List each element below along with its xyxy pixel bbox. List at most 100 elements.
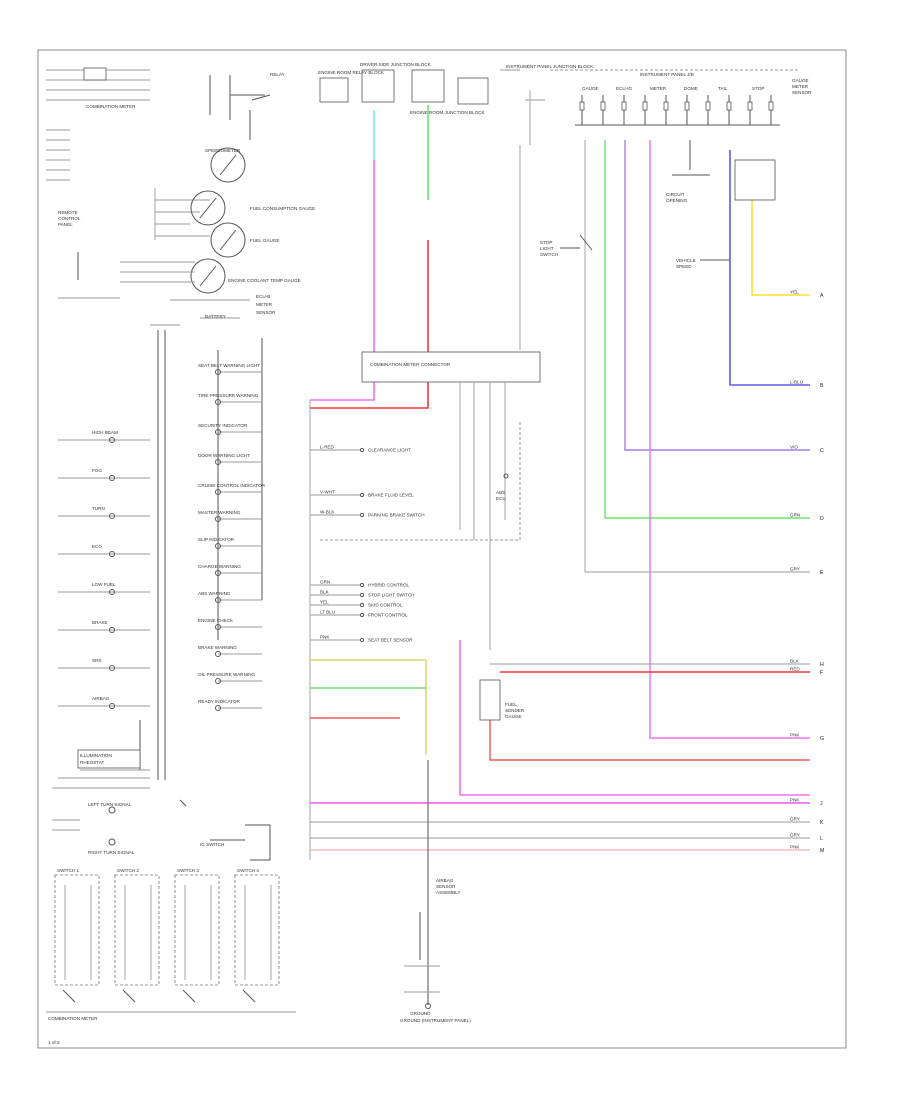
- driver-jb-label: DRIVER SIDE JUNCTION BLOCK: [360, 62, 432, 67]
- fuse-icon: [642, 101, 648, 111]
- gauge-label-coolant: ENGINE COOLANT TEMP GAUGE: [228, 278, 301, 283]
- output-label: CLEARANCE LIGHT: [368, 448, 411, 453]
- output-wire-code: PNK: [320, 635, 330, 640]
- ip-jb-label: INSTRUMENT PANEL JUNCTION BLOCK: [506, 64, 594, 69]
- svg-text:BATTERY: BATTERY: [205, 314, 226, 319]
- wire-end-code: GRY: [790, 833, 800, 838]
- pink-wire-main: [310, 160, 375, 401]
- svg-text:METER: METER: [256, 302, 273, 307]
- wire-end-code: PNK: [790, 845, 800, 850]
- svg-text:GAUGE: GAUGE: [792, 78, 809, 83]
- switch-contact-icon: [62, 989, 76, 1003]
- yellow-wire: [751, 165, 810, 296]
- svg-text:LIGHT: LIGHT: [540, 246, 554, 251]
- svg-text:ILLUMINATION: ILLUMINATION: [80, 753, 112, 758]
- svg-text:CONTROL: CONTROL: [58, 216, 81, 221]
- fuse-box-label: INSTRUMENT PANEL J/B: [640, 72, 694, 77]
- output-label: SKID CONTROL: [368, 603, 403, 608]
- wire-end-code: GRN: [790, 513, 800, 518]
- svg-text:IG SWITCH: IG SWITCH: [200, 842, 224, 847]
- svg-text:GAUGE: GAUGE: [505, 714, 522, 719]
- wire-end-code: VIO: [790, 445, 798, 450]
- warning-lamp-icon: [215, 399, 221, 405]
- right-turn-lamp-icon: [108, 838, 116, 846]
- indicator-lamp-label: BRAKE: [92, 620, 108, 625]
- svg-text:SPEED: SPEED: [676, 264, 692, 269]
- warning-lamp-label: BRAKE WARNING: [198, 645, 237, 650]
- warning-lamp-label: TIRE PRESSURE WARNING: [198, 393, 259, 398]
- svg-text:STOP: STOP: [540, 240, 552, 245]
- indicator-lamp-label: SRS: [92, 658, 101, 663]
- indicator-lamp-label: ECO: [92, 544, 102, 549]
- warning-lamp-icon: [215, 597, 221, 603]
- warning-lamp-label: SLIP INDICATOR: [198, 537, 235, 542]
- output-wire-code: BLK: [320, 590, 330, 595]
- wire-end-letter: E: [820, 570, 824, 576]
- gauge-label-fuel-consumption: FUEL CONSUMPTION GAUGE: [250, 206, 315, 211]
- wire-end-code: PNK: [790, 733, 800, 738]
- fuse-label: ECU-IG: [616, 86, 633, 91]
- colored-wires: COMBINATION METER CONNECTOR ABS ECU L-RE…: [309, 105, 810, 1023]
- wire-end-letter: G: [820, 736, 824, 742]
- warning-lamp-icon: [215, 678, 221, 684]
- output-label: SEAT BELT SENSOR: [368, 638, 413, 643]
- warning-lamp-label: SEAT BELT WARNING LIGHT: [198, 363, 260, 368]
- warning-lamp-icon: [215, 705, 221, 711]
- svg-text:ASSEMBLY: ASSEMBLY: [436, 890, 460, 895]
- fuse-icon: [621, 101, 627, 111]
- fuse-icon: [579, 101, 585, 111]
- warning-lamp-icon: [215, 651, 221, 657]
- indicator-lamp-icon: [109, 551, 115, 557]
- warning-lamp-label: ENGINE CHECK: [198, 618, 234, 623]
- wire-end-letter: L: [820, 836, 823, 842]
- warning-lamp-icon: [215, 459, 221, 465]
- relay-block-label: ENGINE ROOM RELAY BLOCK: [318, 70, 385, 75]
- output-wire-code: V-WHT: [320, 490, 335, 495]
- svg-text:RHEOSTAT: RHEOSTAT: [80, 760, 105, 765]
- indicator-lamp-icon: [109, 437, 115, 443]
- wire-end-code: L-BLU: [790, 380, 803, 385]
- ground-sublabel: GROUND (INSTRUMENT PANEL): [400, 1018, 471, 1023]
- driver-jb-icon: [361, 69, 395, 103]
- fuse-icon: [600, 101, 606, 111]
- output-label: HYBRID CONTROL: [368, 583, 410, 588]
- switch-contact-icon: [182, 989, 196, 1003]
- wire-end-code: GRY: [790, 567, 800, 572]
- violet-wire: [624, 140, 810, 451]
- svg-text:ECU-B: ECU-B: [256, 294, 270, 299]
- center-connector-label: COMBINATION METER CONNECTOR: [370, 362, 451, 367]
- svg-text:CIRCUIT: CIRCUIT: [666, 192, 685, 197]
- wire-end-code: BLK: [790, 659, 800, 664]
- indicator-lamp-label: LOW FUEL: [92, 582, 116, 587]
- wire-end-code: RED: [790, 667, 800, 672]
- svg-text:ECU: ECU: [496, 496, 506, 501]
- right-turn-label: RIGHT TURN SIGNAL: [88, 850, 135, 855]
- indicator-lamp-label: AIRBAG: [92, 696, 110, 701]
- fuel-gauge-icon: [210, 222, 246, 258]
- indicator-lamp-icon: [109, 475, 115, 481]
- green-wire-right: [604, 140, 810, 519]
- fuse-icon: [726, 101, 732, 111]
- gauge-label-fuel: FUEL GAUGE: [250, 238, 279, 243]
- wire-end-letter: K: [820, 820, 824, 826]
- indicator-lamp-label: TURN: [92, 506, 105, 511]
- meter-title: COMBINATION METER: [86, 104, 136, 109]
- svg-text:RELAY: RELAY: [270, 72, 285, 77]
- pink-wire-right: [649, 140, 810, 739]
- warning-lamp-label: CHARGE WARNING: [198, 564, 241, 569]
- meter-gauges: SPEEDOMETER FUEL CONSUMPTION GAUGE FUEL …: [120, 147, 315, 319]
- diagram-frame: [37, 49, 847, 1049]
- fuse-label: DOME: [684, 86, 698, 91]
- indicator-lamp-label: HIGH BEAM: [92, 430, 118, 435]
- footer-label: COMBINATION METER: [48, 1016, 98, 1021]
- fuse-icon: [705, 101, 711, 111]
- fuse-icon: [747, 101, 753, 111]
- output-wire-code: LT BLU: [320, 610, 335, 615]
- warning-lamp-icon: [215, 624, 221, 630]
- left-turn-lamp-icon: [108, 806, 116, 814]
- warning-lamp-icon: [215, 369, 221, 375]
- warning-lamp-label: CRUISE CONTROL INDICATOR: [198, 483, 266, 488]
- svg-text:ABS: ABS: [496, 490, 505, 495]
- svg-text:FUEL: FUEL: [505, 702, 517, 707]
